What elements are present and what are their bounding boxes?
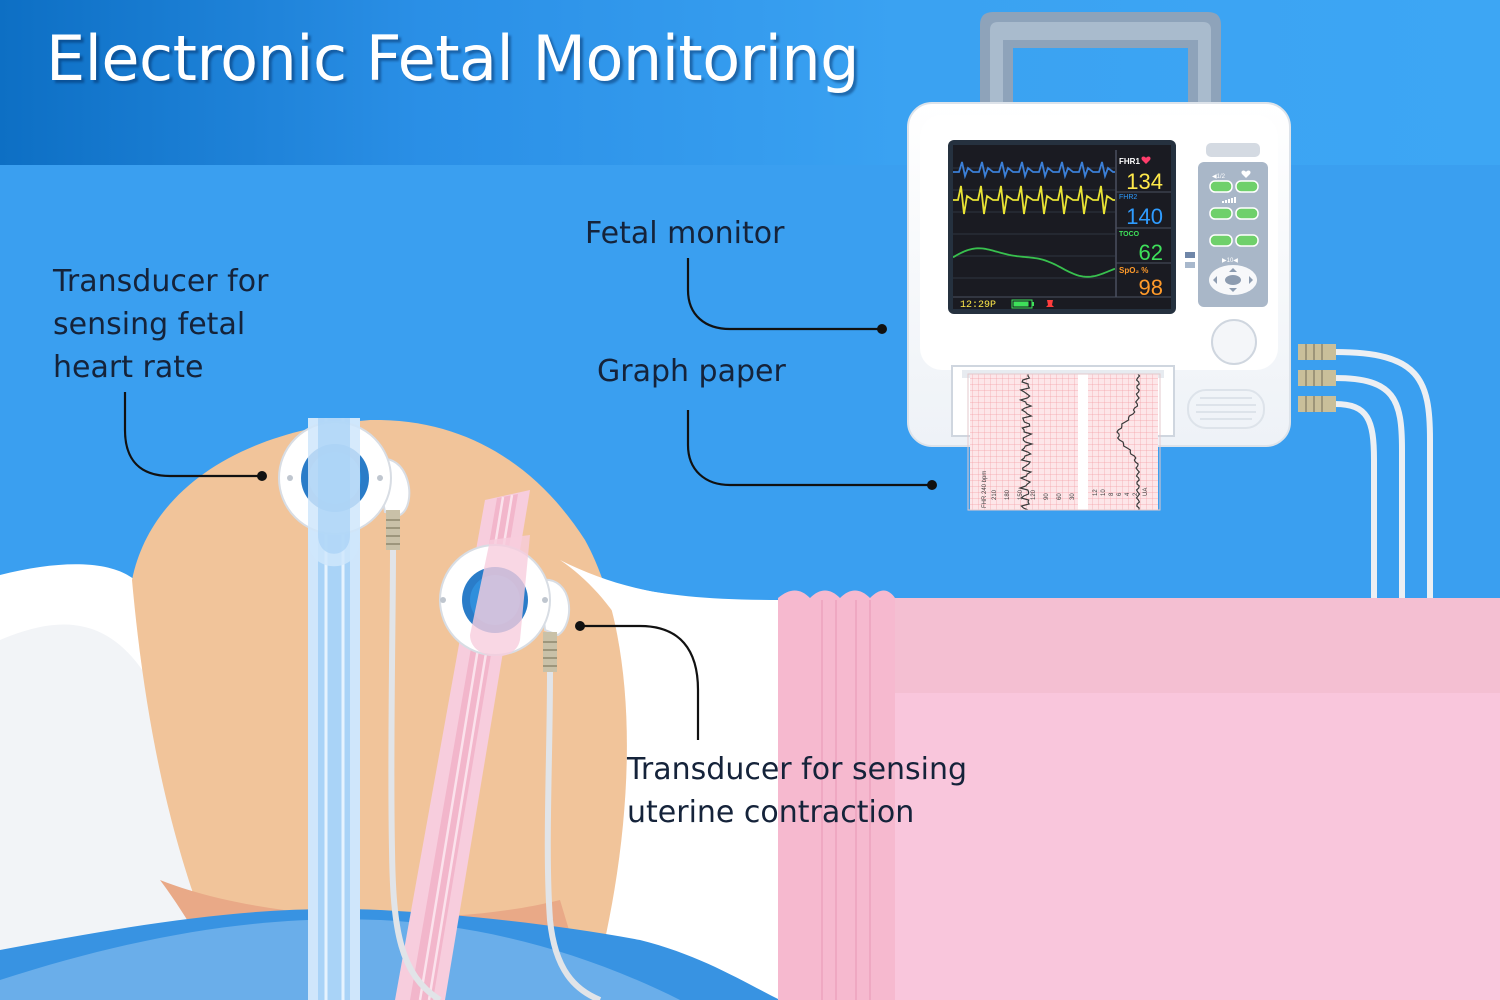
control-panel-top (1206, 143, 1260, 157)
monitor-cables (1334, 349, 1433, 598)
heart-icon (1141, 156, 1151, 164)
toco-value: 62 (1139, 240, 1163, 265)
label-fetal-monitor-text: Fetal monitor (585, 216, 785, 251)
volume-label: ◀1/2 (1212, 174, 1226, 180)
ua-trace (1116, 374, 1141, 510)
fhr-tick-label: 210 (992, 489, 998, 500)
fhr-tick-label: 180 (1005, 489, 1011, 500)
fhr2-value: 140 (1126, 204, 1163, 229)
monitor-handle (980, 12, 1221, 110)
label-fhr-transducer-line-3: heart rate (53, 350, 204, 385)
leader-graph-paper (686, 410, 930, 487)
nav-right-icon[interactable] (1249, 276, 1253, 284)
toco-label: TOCO (1119, 231, 1140, 238)
ua-tick-label: 10 (1101, 489, 1107, 496)
signal-strength-icon (1222, 197, 1236, 203)
label-fetal-monitor: Fetal monitor (585, 212, 784, 255)
fhr1-value: 134 (1126, 169, 1163, 194)
monitor-cable-connectors (1298, 344, 1336, 412)
label-graph-paper: Graph paper (597, 350, 786, 393)
fhr-scale-label: FHR 240 bpm (982, 471, 988, 508)
label-fhr-transducer-line-1: Transducer for (53, 264, 269, 299)
label-uterine-transducer-line-2: uterine contraction (627, 795, 915, 830)
leader-fhr-transducer (123, 392, 260, 478)
leader-toco-transducer (580, 624, 700, 740)
indicator-led-1 (1185, 252, 1195, 258)
leader-fetal-monitor (686, 258, 880, 331)
control-buttons[interactable] (1209, 180, 1259, 247)
pink-blanket-stripes (821, 600, 871, 1000)
leader-dot-graph-paper (927, 480, 937, 490)
label-graph-paper-text: Graph paper (597, 354, 786, 389)
control-button-3[interactable] (1209, 207, 1233, 220)
leader-dot-toco-transducer (575, 621, 585, 631)
label-fhr-transducer-line-2: sensing fetal (53, 307, 246, 342)
fhr-trace (1018, 374, 1034, 510)
ua-tick-label: 12 (1093, 489, 1099, 496)
label-uterine-transducer-line-1: Transducer for sensing (627, 752, 968, 787)
indicator-led-2 (1185, 262, 1195, 268)
pink-blanket-band (778, 598, 1500, 693)
leader-dot-fhr-transducer (257, 471, 267, 481)
fhr-strap-loop-inner (318, 418, 350, 554)
fhr-tick-label: 150 (1018, 489, 1024, 500)
navigation-pad[interactable] (1209, 265, 1257, 295)
timer-label: ▶10◀ (1222, 258, 1238, 264)
fhr-cable (388, 549, 442, 1000)
toco-waveform (953, 247, 1115, 278)
fhr-tick-label: 90 (1044, 493, 1050, 500)
screen-time: 12:29P (960, 300, 996, 311)
fhr-tick-label: 60 (1057, 493, 1063, 500)
leader-dots (257, 324, 937, 631)
page-title: Electronic Fetal Monitoring (46, 22, 860, 95)
speaker-grille (1187, 389, 1265, 429)
control-button-5[interactable] (1209, 234, 1233, 247)
monitor-screen (953, 145, 1171, 309)
ua-tick-label: 2 (1133, 492, 1139, 496)
fhr1-waveform (953, 161, 1115, 180)
toco-strap-loop (470, 535, 530, 657)
label-uterine-transducer: Transducer for sensing uterine contracti… (627, 748, 967, 834)
fhr-tick-label: 120 (1031, 489, 1037, 500)
ua-tick-label: 4 (1125, 492, 1131, 496)
spo2-label: SpO₂ % (1119, 266, 1148, 275)
nav-left-icon[interactable] (1213, 276, 1217, 284)
favorite-icon (1241, 170, 1251, 178)
graph-paper-edge (967, 373, 1161, 511)
battery-icon (1011, 299, 1034, 309)
control-button-2[interactable] (1235, 180, 1259, 193)
leader-dot-fetal-monitor (877, 324, 887, 334)
power-knob[interactable] (1211, 319, 1257, 365)
ua-tick-label: 6 (1117, 492, 1123, 496)
fhr2-waveform (953, 185, 1115, 215)
ua-tick-label: 8 (1109, 492, 1115, 496)
toco-cable (544, 671, 602, 1000)
control-button-6[interactable] (1235, 234, 1259, 247)
spo2-value: 98 (1139, 275, 1163, 300)
nav-down-icon[interactable] (1229, 288, 1237, 292)
fhr-tick-label: 30 (1070, 493, 1076, 500)
fhr1-label: FHR1 (1119, 157, 1140, 166)
gown-edge (560, 560, 780, 1000)
fhr2-label: FHR2 (1119, 194, 1137, 201)
nav-up-icon[interactable] (1229, 268, 1237, 272)
ua-scale-label: UA (1143, 488, 1149, 496)
control-button-4[interactable] (1235, 207, 1259, 220)
label-fhr-transducer: Transducer for sensing fetal heart rate (53, 260, 268, 389)
leader-lines (123, 258, 930, 740)
control-button-1[interactable] (1209, 180, 1233, 193)
fhr-tick-labels: 210 180 150 120 90 60 30 (992, 489, 1076, 500)
alarm-icon (1046, 300, 1054, 307)
